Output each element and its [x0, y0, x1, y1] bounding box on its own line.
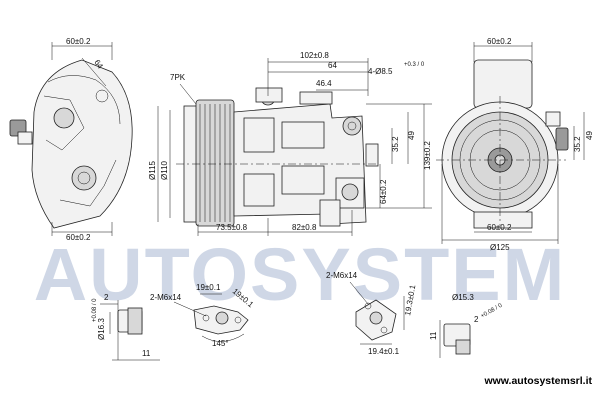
d2-angle: 145°: [212, 339, 229, 348]
front-dim-46: 46.4: [316, 79, 332, 88]
d1-dim-d163-tol: +0.08 / 0: [92, 298, 98, 322]
right-dim-bottom: 60±0.2: [487, 223, 512, 232]
front-dim-139: 139±0.2: [423, 141, 432, 170]
front-dim-holes-tol: +0.3 / 0: [404, 62, 425, 68]
d1-dim-d163: Ø16.3: [97, 318, 106, 340]
left-dim-top: 60±0.2: [66, 37, 91, 46]
right-dim-top: 60±0.2: [487, 37, 512, 46]
left-dim-bottom: 60±0.2: [66, 233, 91, 242]
front-dim-d115: Ø115: [148, 160, 157, 180]
d2-thread: 2-M6x14: [150, 293, 182, 302]
website-url: www.autosystemsrl.it: [483, 375, 592, 387]
belt-label: 7PK: [170, 73, 186, 82]
d4-dim-11: 11: [429, 331, 438, 340]
front-dim-64: 64: [328, 61, 337, 70]
front-dim-735: 73.5±0.8: [216, 223, 248, 232]
front-dim-holes: 4-Ø8.5: [368, 67, 393, 76]
front-dim-d110: Ø110: [160, 160, 169, 180]
d2-dim-19: 19±0.1: [196, 283, 221, 292]
d1-dim-2: 2: [104, 293, 109, 302]
right-dim-d125: Ø125: [490, 243, 510, 252]
front-dim-82: 82±0.8: [292, 223, 317, 232]
watermark-brand: AUTOSYSTEM: [34, 233, 567, 316]
right-view: 60±0.2 49 35.2 60±0.2 Ø125: [436, 37, 594, 252]
front-dim-352: 35.2: [391, 136, 400, 152]
d4-dim-2: 2: [474, 315, 479, 324]
front-dim-102: 102±0.8: [300, 51, 329, 60]
detail-2: 2-M6x14 19±0.1 19±0.1 145°: [150, 283, 256, 348]
d3-dim-194: 19.4±0.1: [368, 347, 400, 356]
front-view: 7PK 102±0.8 64 4-Ø8.5 +0.3 / 0 46.4 Ø115…: [148, 51, 432, 236]
d4-dim-d153: Ø15.3: [452, 293, 474, 302]
d3-thread: 2-M6x14: [326, 271, 358, 280]
right-dim-352: 35.2: [573, 136, 582, 152]
right-dim-49: 49: [585, 131, 594, 140]
front-dim-49: 49: [407, 131, 416, 140]
d1-dim-11: 11: [142, 349, 151, 358]
detail-1: 2 Ø16.3 +0.08 / 0 11: [92, 293, 160, 361]
front-dim-64h: 64±0.2: [379, 179, 388, 204]
left-view: 60±0.2 64 60±0.2: [9, 37, 133, 242]
